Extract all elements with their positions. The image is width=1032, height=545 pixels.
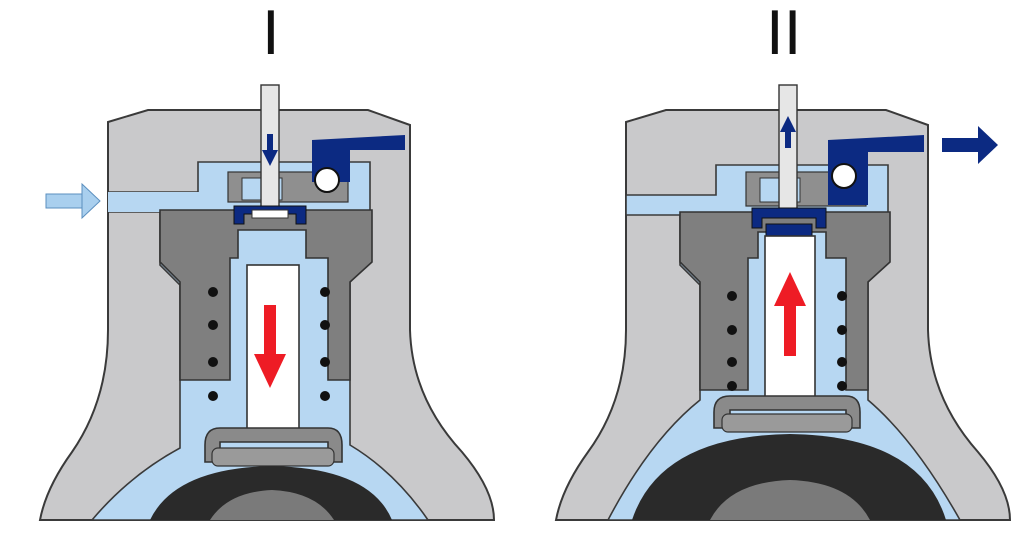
panel-label-1: I bbox=[262, 0, 280, 69]
stroke-arrow-up-icon bbox=[774, 272, 806, 356]
rod-arrow-up-icon bbox=[780, 116, 796, 148]
drum-2 bbox=[632, 434, 946, 520]
rod-arrow-down-icon bbox=[262, 134, 278, 166]
inlet-arrow-right-icon bbox=[45, 182, 101, 220]
spring-coils-2 bbox=[727, 291, 847, 391]
outlet-passage-2 bbox=[828, 135, 924, 205]
panel-label-2: II bbox=[766, 0, 802, 69]
plunger-body-2 bbox=[679, 211, 891, 391]
seal-base-2 bbox=[721, 413, 853, 433]
panel-2-diagram bbox=[554, 84, 1012, 521]
plunger-body-1 bbox=[159, 209, 373, 381]
stroke-arrow-down-icon bbox=[254, 305, 286, 388]
check-ball-2 bbox=[831, 163, 857, 189]
seal-base-1 bbox=[211, 447, 335, 467]
spring-coils-1 bbox=[208, 287, 330, 401]
panel-1-diagram bbox=[38, 84, 496, 521]
inlet-channel-1 bbox=[108, 192, 200, 212]
drum-inner-1 bbox=[210, 490, 334, 520]
check-ball-1 bbox=[314, 167, 340, 193]
outlet-arrow-right-icon bbox=[942, 126, 998, 164]
valve-rod-2 bbox=[778, 84, 798, 216]
valve-disc-2 bbox=[765, 223, 813, 237]
valve-seat-2 bbox=[751, 207, 827, 229]
drum-inner-2 bbox=[710, 480, 870, 520]
valve-disc-1 bbox=[251, 209, 289, 219]
